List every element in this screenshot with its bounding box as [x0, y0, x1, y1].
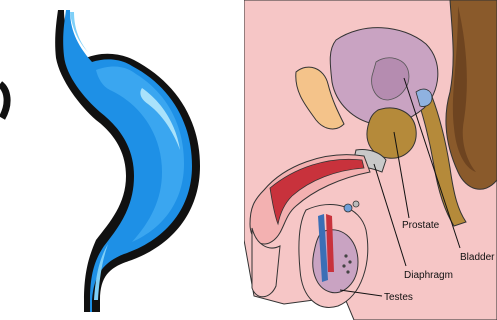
- stomach-illustration-panel: [0, 0, 244, 320]
- prostate: [367, 108, 416, 158]
- bulbourethral-gland: [344, 204, 352, 212]
- epididymis-dot: [342, 264, 345, 267]
- epididymis-dot: [344, 254, 347, 257]
- label-bladder: Bladder: [460, 252, 495, 263]
- epididymis-dot: [348, 260, 351, 263]
- stomach-illustration: [0, 0, 244, 320]
- bulbourethral-gland: [353, 201, 359, 207]
- label-diaphragm: Diaphragm: [404, 270, 453, 281]
- male-pelvis-anatomy-panel: Prostate Bladder Diaphragm Testes: [244, 0, 497, 320]
- label-testes: Testes: [384, 292, 413, 303]
- partial-organ-edge: [0, 84, 7, 118]
- male-pelvis-diagram: Prostate Bladder Diaphragm Testes: [244, 0, 497, 320]
- epididymis-dot: [346, 270, 349, 273]
- label-prostate: Prostate: [402, 220, 440, 231]
